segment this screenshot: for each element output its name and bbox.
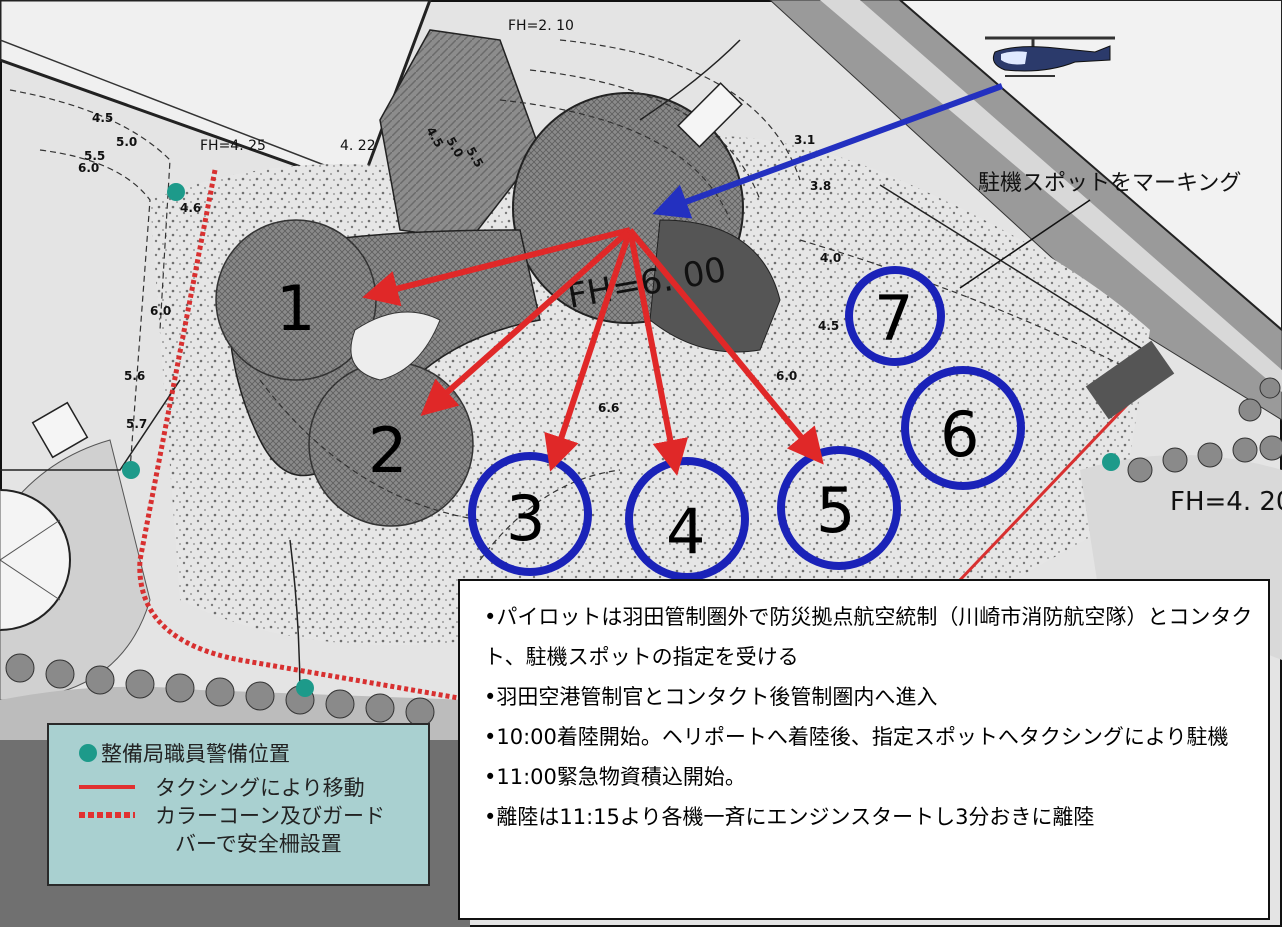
annotation-leader-line (959, 199, 1091, 289)
guard-dot-icon (79, 744, 97, 762)
stairs (31, 82, 743, 459)
contour-label: 6.0 (150, 304, 171, 318)
hedge-trees (5, 377, 1282, 727)
taxi-arrow-to-5 (627, 228, 824, 465)
contour-label: 5.0 (116, 135, 137, 149)
note-item: •11:00緊急物資積込開始。 (484, 765, 746, 789)
spot-ring-7 (845, 266, 945, 366)
safety-fence-line (137, 169, 471, 703)
spot-number-5: 5 (816, 474, 855, 547)
helipad-deck (215, 29, 781, 527)
spot-number-3: 3 (506, 482, 545, 555)
contour-label: 3.8 (810, 179, 831, 193)
spot-number-1: 1 (276, 272, 315, 345)
contour-lines (9, 39, 1151, 561)
fountain (0, 489, 71, 631)
guard-position-marker (122, 461, 140, 479)
legend-row-fence-cont: バーで安全柵設置 (79, 829, 428, 857)
spot-number-7: 7 (874, 282, 913, 355)
legend-label-taxi: タクシングにより移動 (155, 776, 365, 800)
contour-label: 3.1 (794, 133, 815, 147)
taxi-arrow-to-2 (420, 227, 632, 416)
top-right-area (898, 0, 1282, 332)
contour-label: 4.0 (820, 251, 841, 265)
elevation-label-422: 4. 22 (340, 138, 376, 154)
taxi-arrow-to-1 (362, 227, 631, 307)
contour-label: 5.7 (126, 417, 147, 431)
elevation-label-fh420: FH=4. 20 (1170, 487, 1282, 517)
spot-number-4: 4 (666, 495, 705, 568)
legend-row-taxi: タクシングにより移動 (79, 773, 428, 801)
taxi-arrow-to-3 (544, 229, 633, 472)
contour-label: 6.0 (78, 161, 99, 175)
helicopter-icon (985, 36, 1115, 77)
spot-number-2: 2 (368, 414, 407, 487)
spot-markings (468, 266, 1025, 581)
contour-labels: 4.5 5.0 5.5 6.0 4.6 5.6 5.7 6.0 4.5 5.0 … (78, 111, 841, 431)
guard-positions (122, 183, 1120, 697)
guard-position-marker (296, 679, 314, 697)
contour-label: 4.6 (180, 201, 201, 215)
contour-label: 6.0 (776, 369, 797, 383)
elevation-label-fh425: FH=4. 25 (200, 138, 266, 154)
procedure-notes: •パイロットは羽田管制圏外で防災拠点航空統制（川崎市消防航空隊）とコンタクト、駐… (458, 579, 1270, 920)
legend-row-fence: カラーコーン及びガード (79, 801, 428, 829)
note-item: •パイロットは羽田管制圏外で防災拠点航空統制（川崎市消防航空隊）とコンタクト、駐… (484, 605, 1253, 669)
contour-label: 6.6 (598, 401, 619, 415)
taxi-arrows (362, 227, 824, 476)
right-wall-inner (820, 0, 1282, 392)
building-edge-line (0, 39, 351, 176)
contour-label: 4.5 (818, 319, 839, 333)
spot-ring-5 (777, 446, 901, 570)
approach-arrow (652, 83, 1004, 219)
legend-label-fence-2: バーで安全柵設置 (175, 832, 342, 856)
elevation-label-fh210: FH=2. 10 (508, 18, 574, 34)
guard-position-marker (167, 183, 185, 201)
map-legend: 整備局職員警備位置 タクシングにより移動 カラーコーン及びガード バーで安全柵設… (47, 723, 430, 886)
taxi-arrow-to-4 (627, 229, 689, 476)
contour-label: 5.6 (124, 369, 145, 383)
spot-number-6: 6 (940, 398, 979, 471)
guard-position-marker (1102, 453, 1120, 471)
contour-label: 4.5 (92, 111, 113, 125)
spot-ring-6 (901, 366, 1025, 490)
note-item: •羽田空港管制官とコンタクト後管制圏内へ進入 (484, 685, 938, 709)
note-item: •10:00着陸開始。ヘリポートへ着陸後、指定スポットへタクシングにより駐機 (484, 725, 1229, 749)
red-line-icon (79, 785, 135, 789)
structure-block (1085, 340, 1175, 420)
legend-label-fence-1: カラーコーン及びガード (155, 804, 385, 828)
contour-label: 5.5 (84, 149, 105, 163)
legend-row-guard: 整備局職員警備位置 (79, 739, 428, 767)
legend-label-guard: 整備局職員警備位置 (101, 742, 290, 766)
spot-ring-3 (468, 452, 592, 576)
spot-marking-annotation: 駐機スポットをマーキング (978, 171, 1241, 196)
note-item: •離陸は11:15より各機一斉にエンジンスタートし3分おきに離陸 (484, 805, 1095, 829)
red-dotted-line-icon (79, 812, 135, 818)
